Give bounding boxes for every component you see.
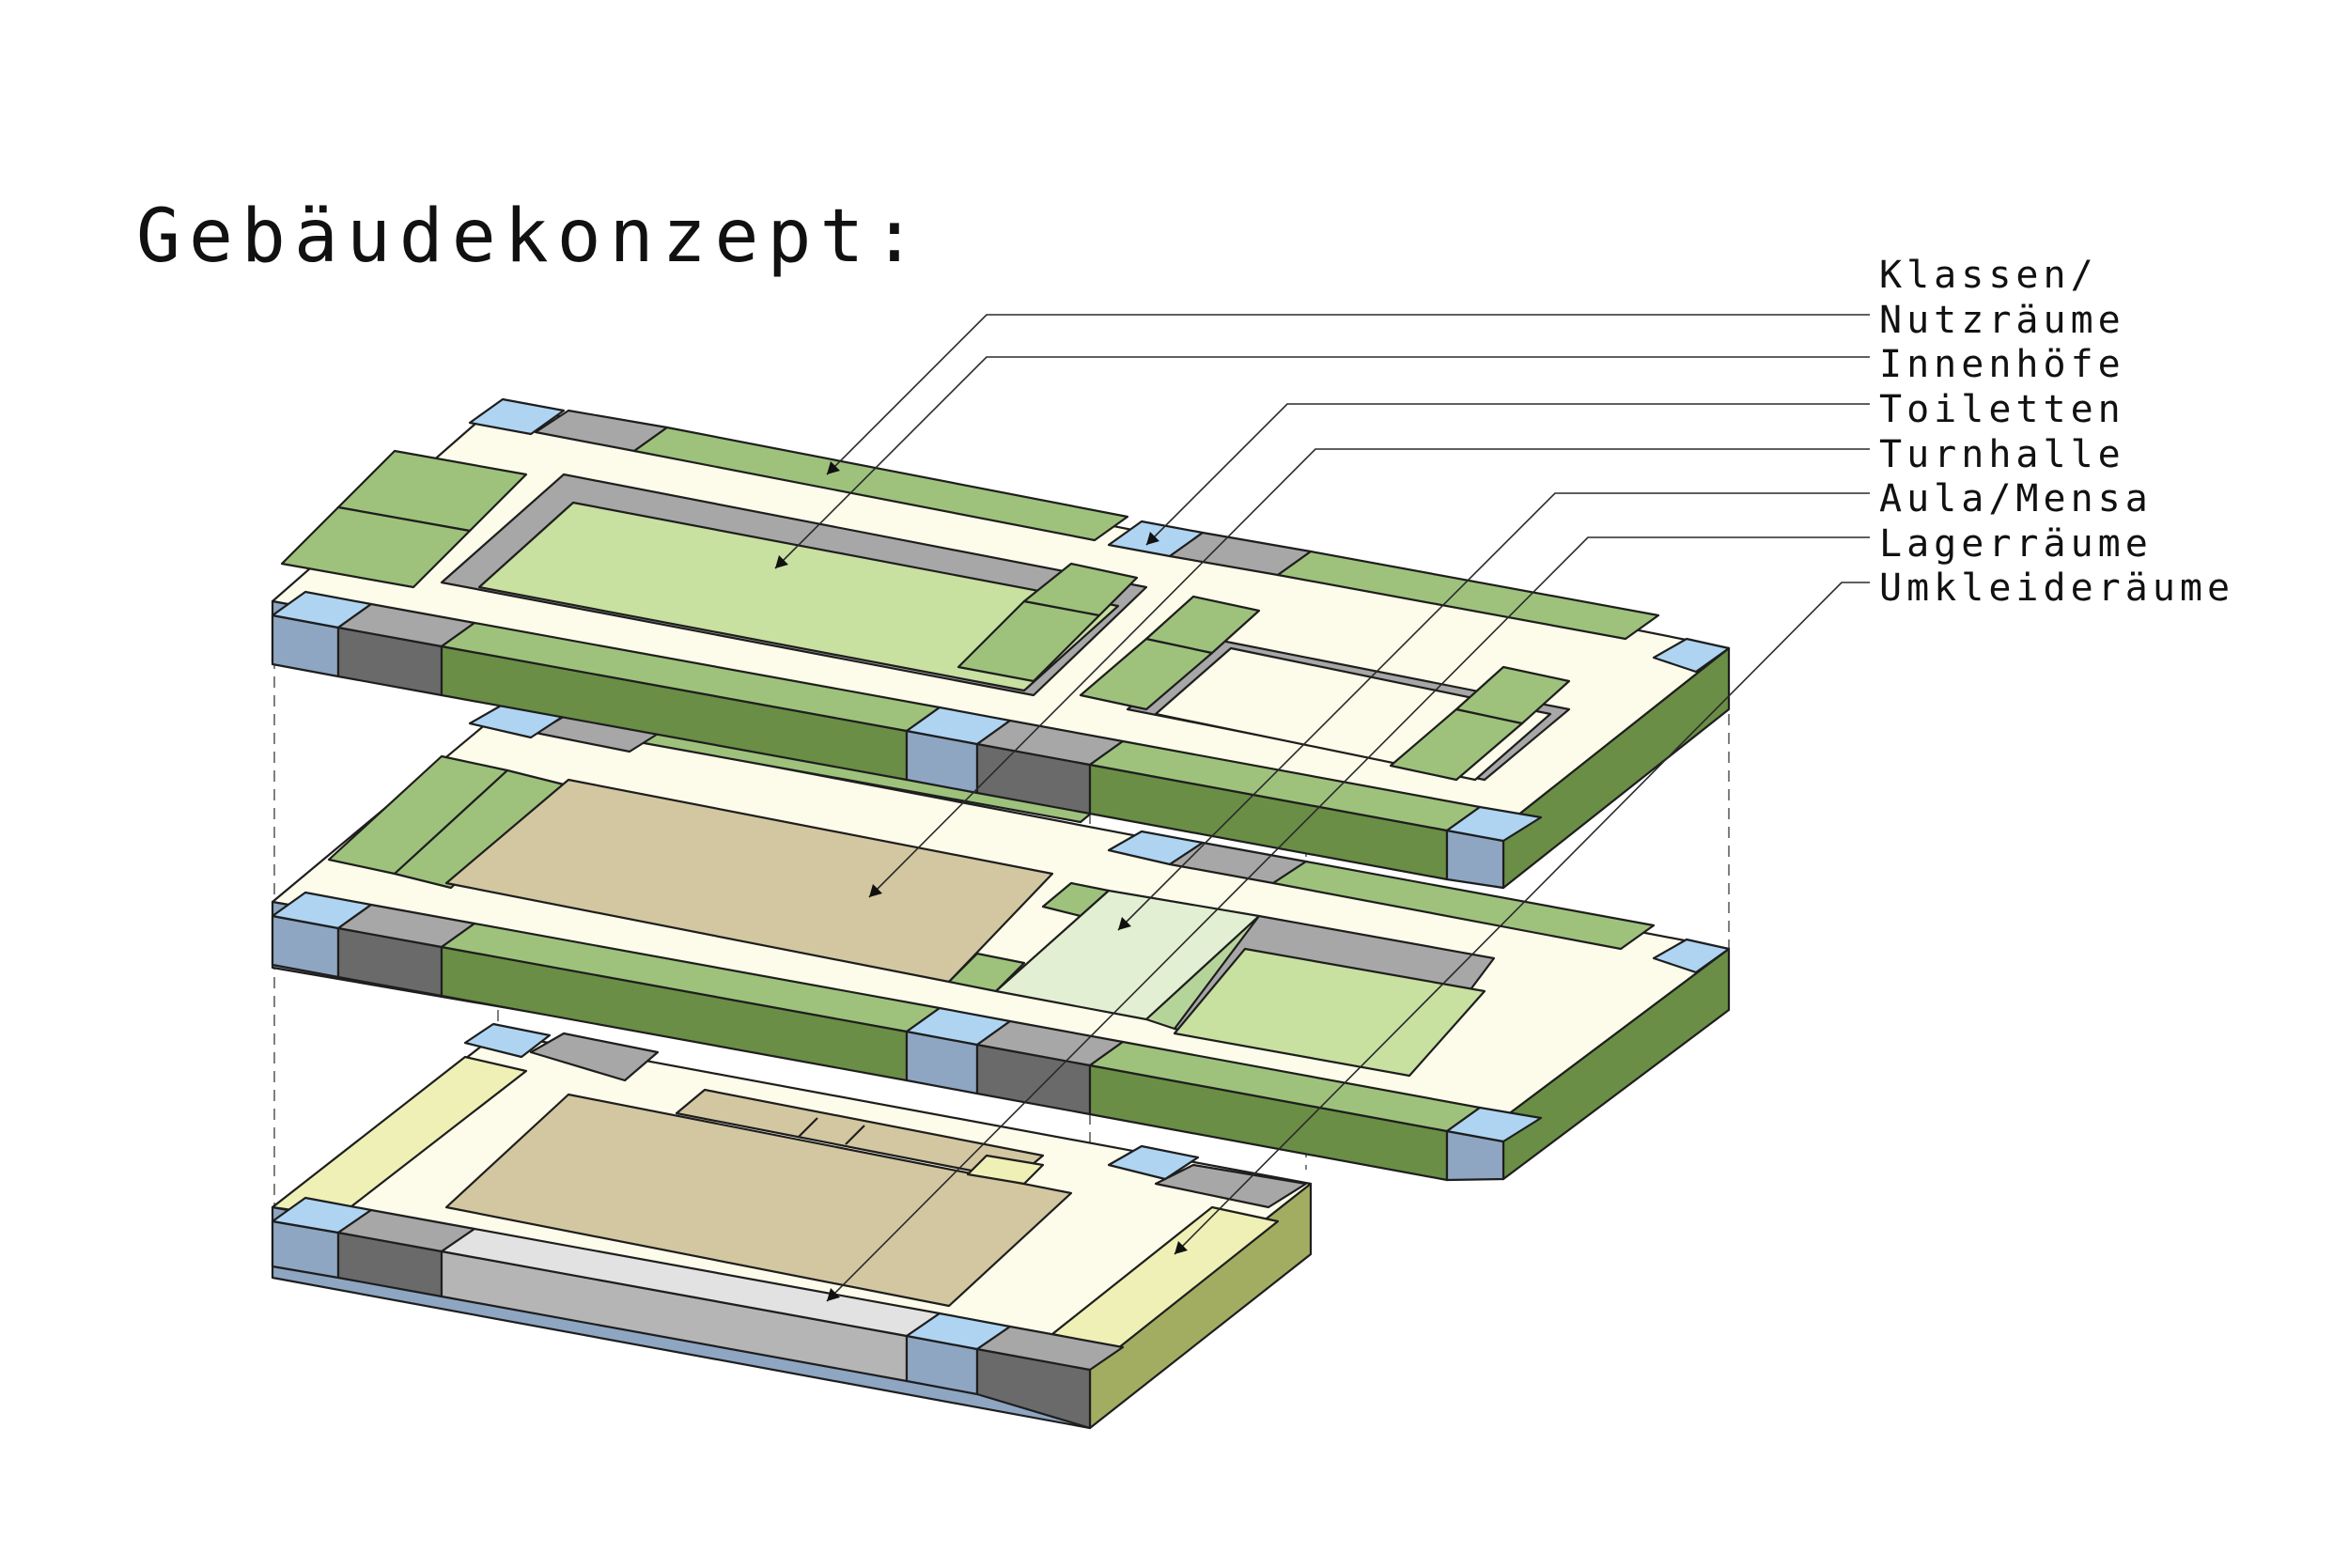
classroom-top-back xyxy=(632,426,1129,542)
classroom-middle-back-right xyxy=(1271,860,1656,951)
toilet-top-far-right xyxy=(1652,637,1731,674)
legend-lager: Lagerräume xyxy=(1879,522,2153,566)
classroom-top-right-b xyxy=(1144,595,1261,655)
floor-ground xyxy=(271,1022,1313,1430)
storage-top-ground-right xyxy=(975,1325,1125,1372)
diagram-title: Gebäudekonzept: xyxy=(136,194,925,279)
courtyard-top-left xyxy=(477,501,1120,692)
classroom-top-right-d xyxy=(1455,665,1571,725)
legend-toiletten: Toiletten xyxy=(1879,388,2125,431)
courtyard-middle xyxy=(1173,947,1486,1078)
floor-middle xyxy=(271,703,1731,1182)
legend-klassen-line1: Klassen/ xyxy=(1879,254,2098,297)
classroom-top-courtyard-b xyxy=(1022,562,1139,617)
legend-turnhalle: Turnhalle xyxy=(1879,433,2125,476)
leader-lines xyxy=(774,314,1870,1302)
toilet-middle-far-right xyxy=(1652,938,1731,974)
classroom-top-left-2 xyxy=(280,505,472,589)
legend: Klassen/ Nutzräume Innenhöfe Toiletten T… xyxy=(1879,254,2234,610)
classroom-top-back-right xyxy=(1276,550,1660,641)
toilet-top-top-corner xyxy=(1445,805,1543,843)
floor-top xyxy=(271,397,1731,890)
legend-klassen-line2: Nutzräume xyxy=(1879,299,2125,342)
toilet-ground-back xyxy=(1107,1144,1200,1181)
toilet-ground-back-left xyxy=(463,1022,552,1059)
gym-hall xyxy=(444,1093,1073,1308)
legend-aula: Aula/Mensa xyxy=(1879,477,2153,520)
legend-innenhoefe: Innenhöfe xyxy=(1879,343,2125,386)
storage-ground-top xyxy=(529,1032,660,1082)
storage-ground-right xyxy=(1154,1163,1308,1209)
gym-annex-small xyxy=(966,1154,1045,1186)
toilet-top-back-left xyxy=(468,397,566,436)
legend-umkleide: Umkleideräume xyxy=(1879,567,2234,610)
gym-middle xyxy=(444,778,1054,984)
toilet-top-middle-corner xyxy=(1445,1106,1543,1143)
gym-annex xyxy=(675,1088,1045,1181)
